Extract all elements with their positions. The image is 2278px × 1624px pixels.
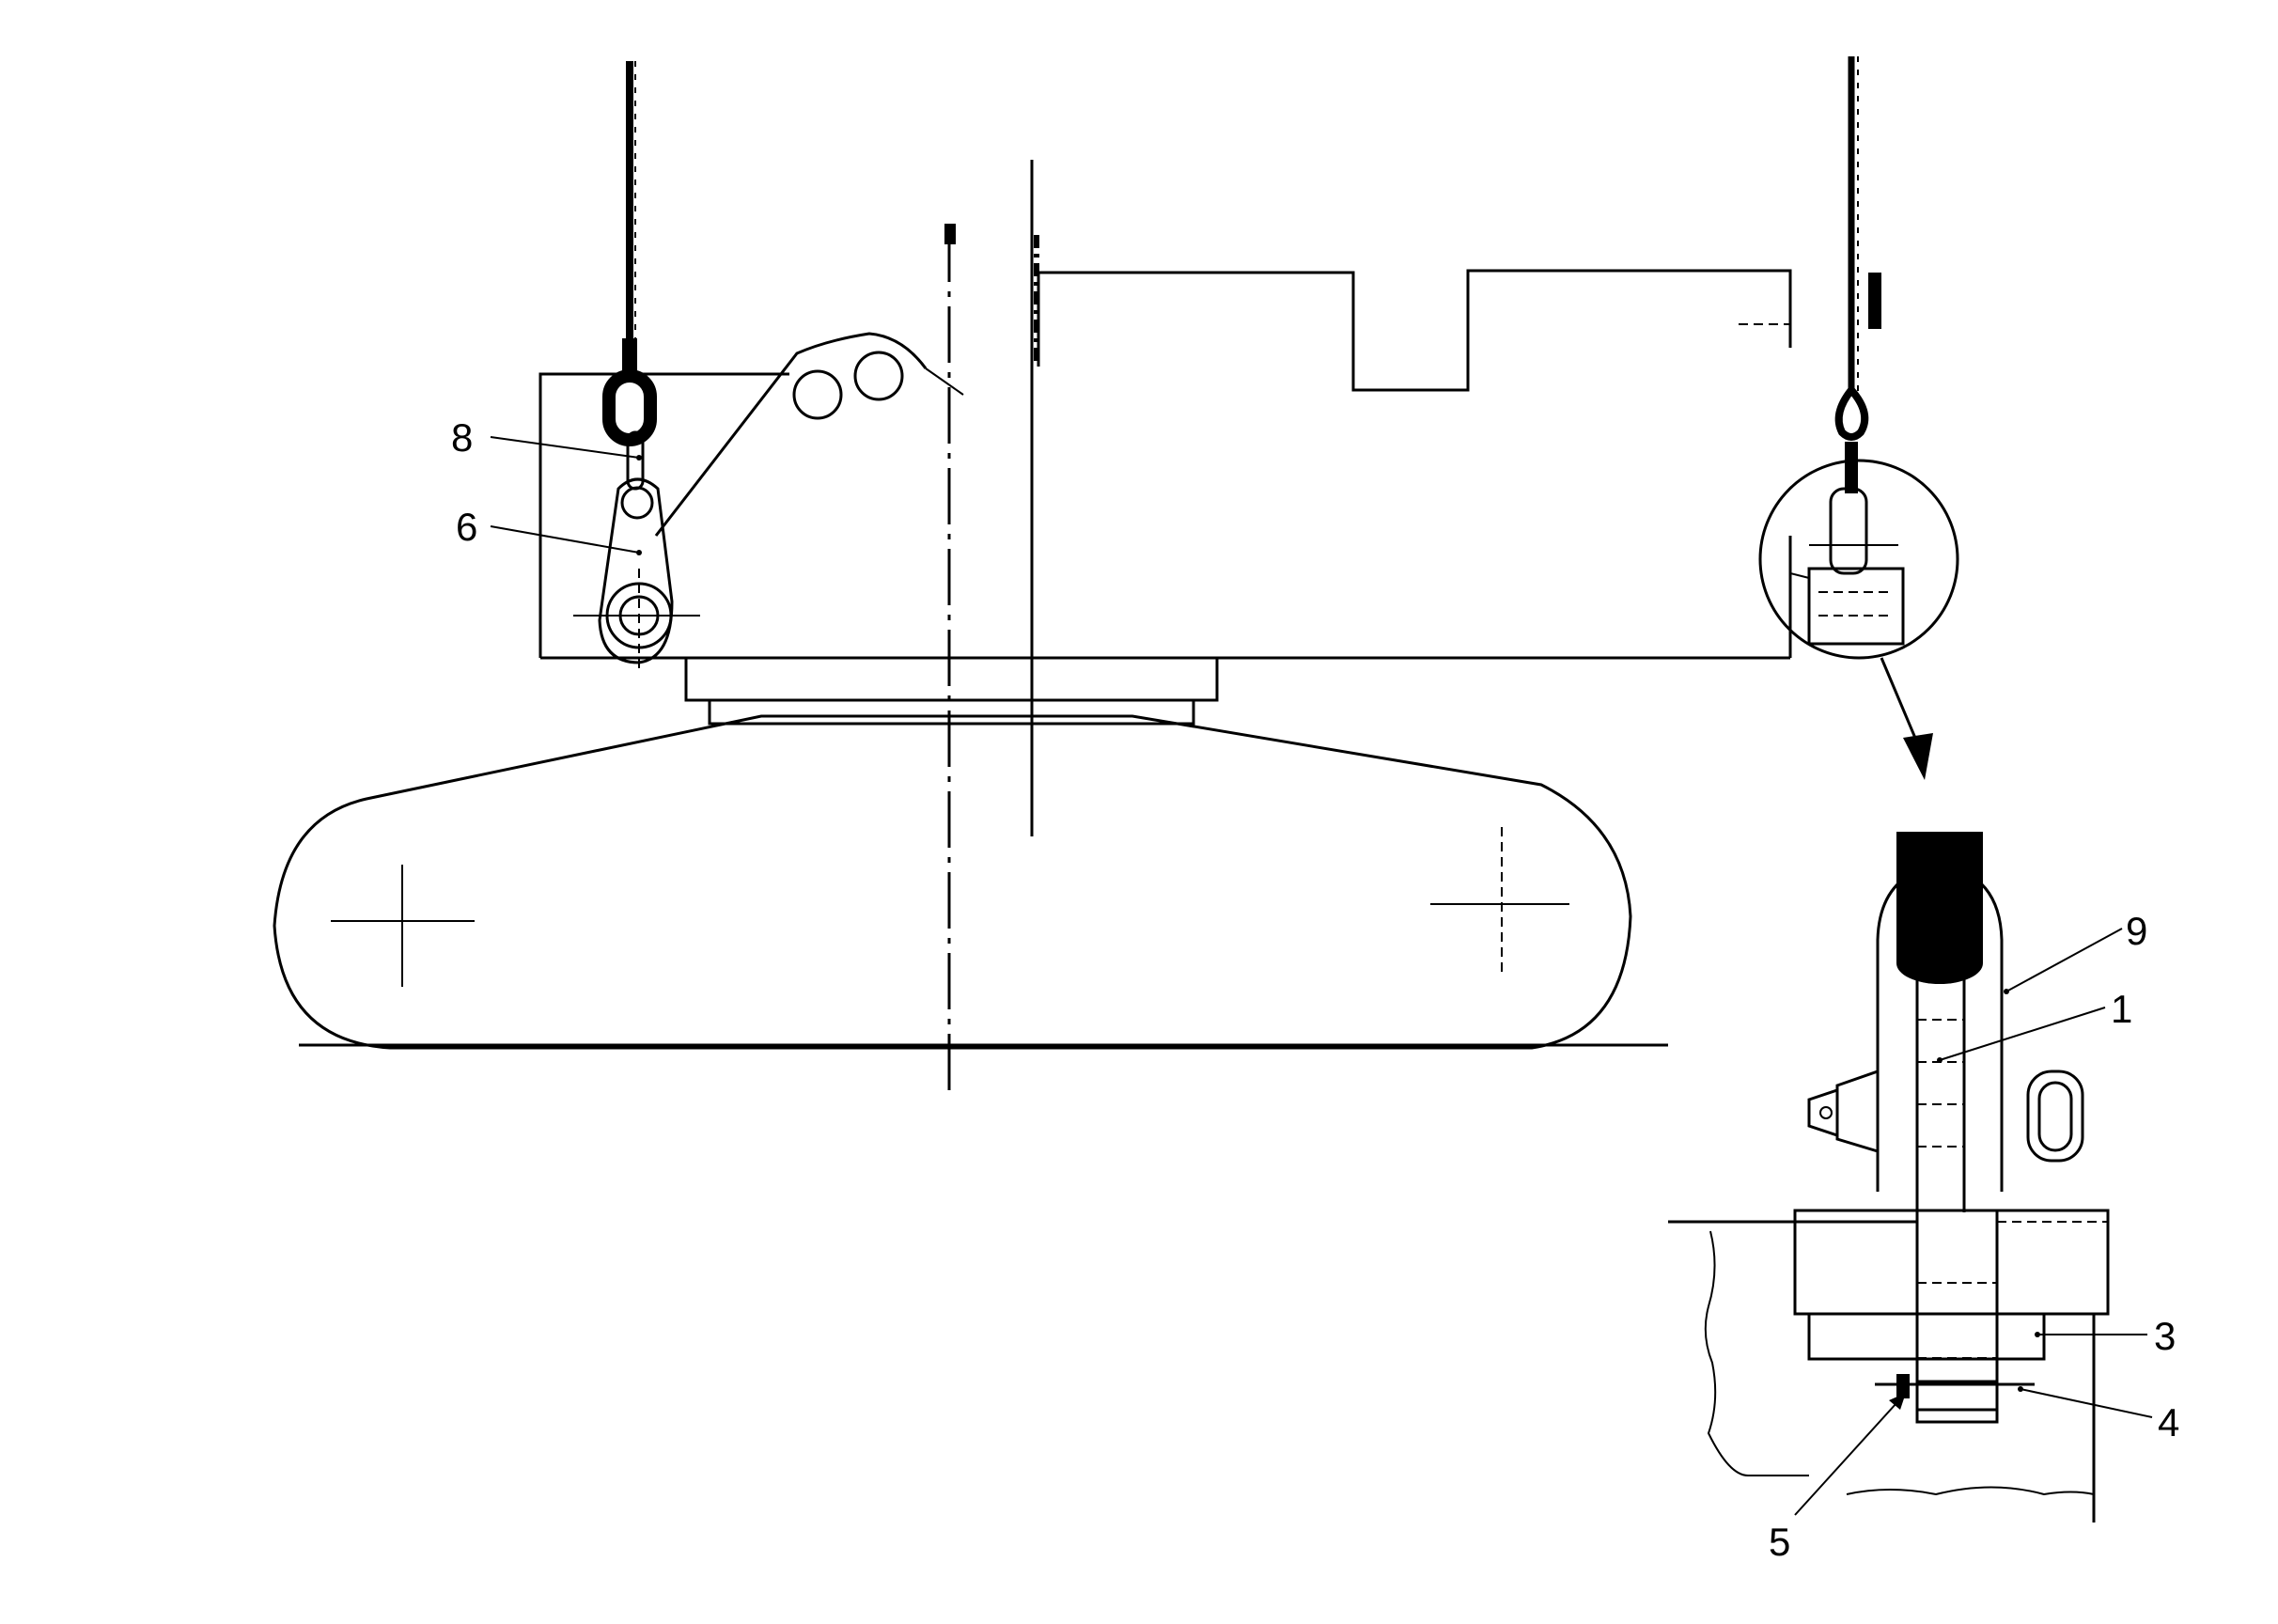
left-hoist-cable [622,61,637,376]
detail-shackle-assembly [1807,832,2084,1212]
base-plate [684,656,1219,726]
callout-6: 6 [456,505,477,549]
mount-block-right [1995,1209,2110,1316]
detail-grip-ring [2026,1070,2084,1163]
leader-lines [490,436,2153,1516]
zoom-arrow [1880,657,1933,780]
callout-4: 4 [2158,1400,2179,1444]
callout-labels: 8 6 9 1 3 4 5 [451,415,2179,1564]
left-lifting-link [602,369,657,446]
carrier-frame [538,372,1792,660]
detail-cable-end [1896,832,1983,963]
bracket-hole-left [792,369,843,420]
upper-housing [1034,235,1792,392]
callout-5: 5 [1769,1520,1790,1564]
detail-mounting-blocks [1668,1209,2110,1522]
crawler-track [273,714,1668,1050]
callout-3: 3 [2154,1314,2176,1358]
callout-8: 8 [451,415,473,460]
detail-washer-4 [1915,1380,1999,1412]
bracket-hole-right [853,351,904,401]
centre-lines [944,160,1034,1090]
mount-block-left [1793,1209,1919,1316]
shackle-pin-1 [1915,961,1966,1212]
detail-plate-3 [1807,1312,2046,1361]
link-arm-6 [573,477,700,672]
detail-cotter-5 [1896,1374,1910,1398]
right-hoist-cable [1834,56,1881,493]
shackle-bow-9 [1876,863,2004,1192]
detail-circle [1758,459,1959,660]
callout-1: 1 [2111,987,2132,1031]
callout-9: 9 [2126,909,2147,953]
angled-bracket [654,332,964,537]
detail-nut [1835,1069,1880,1154]
